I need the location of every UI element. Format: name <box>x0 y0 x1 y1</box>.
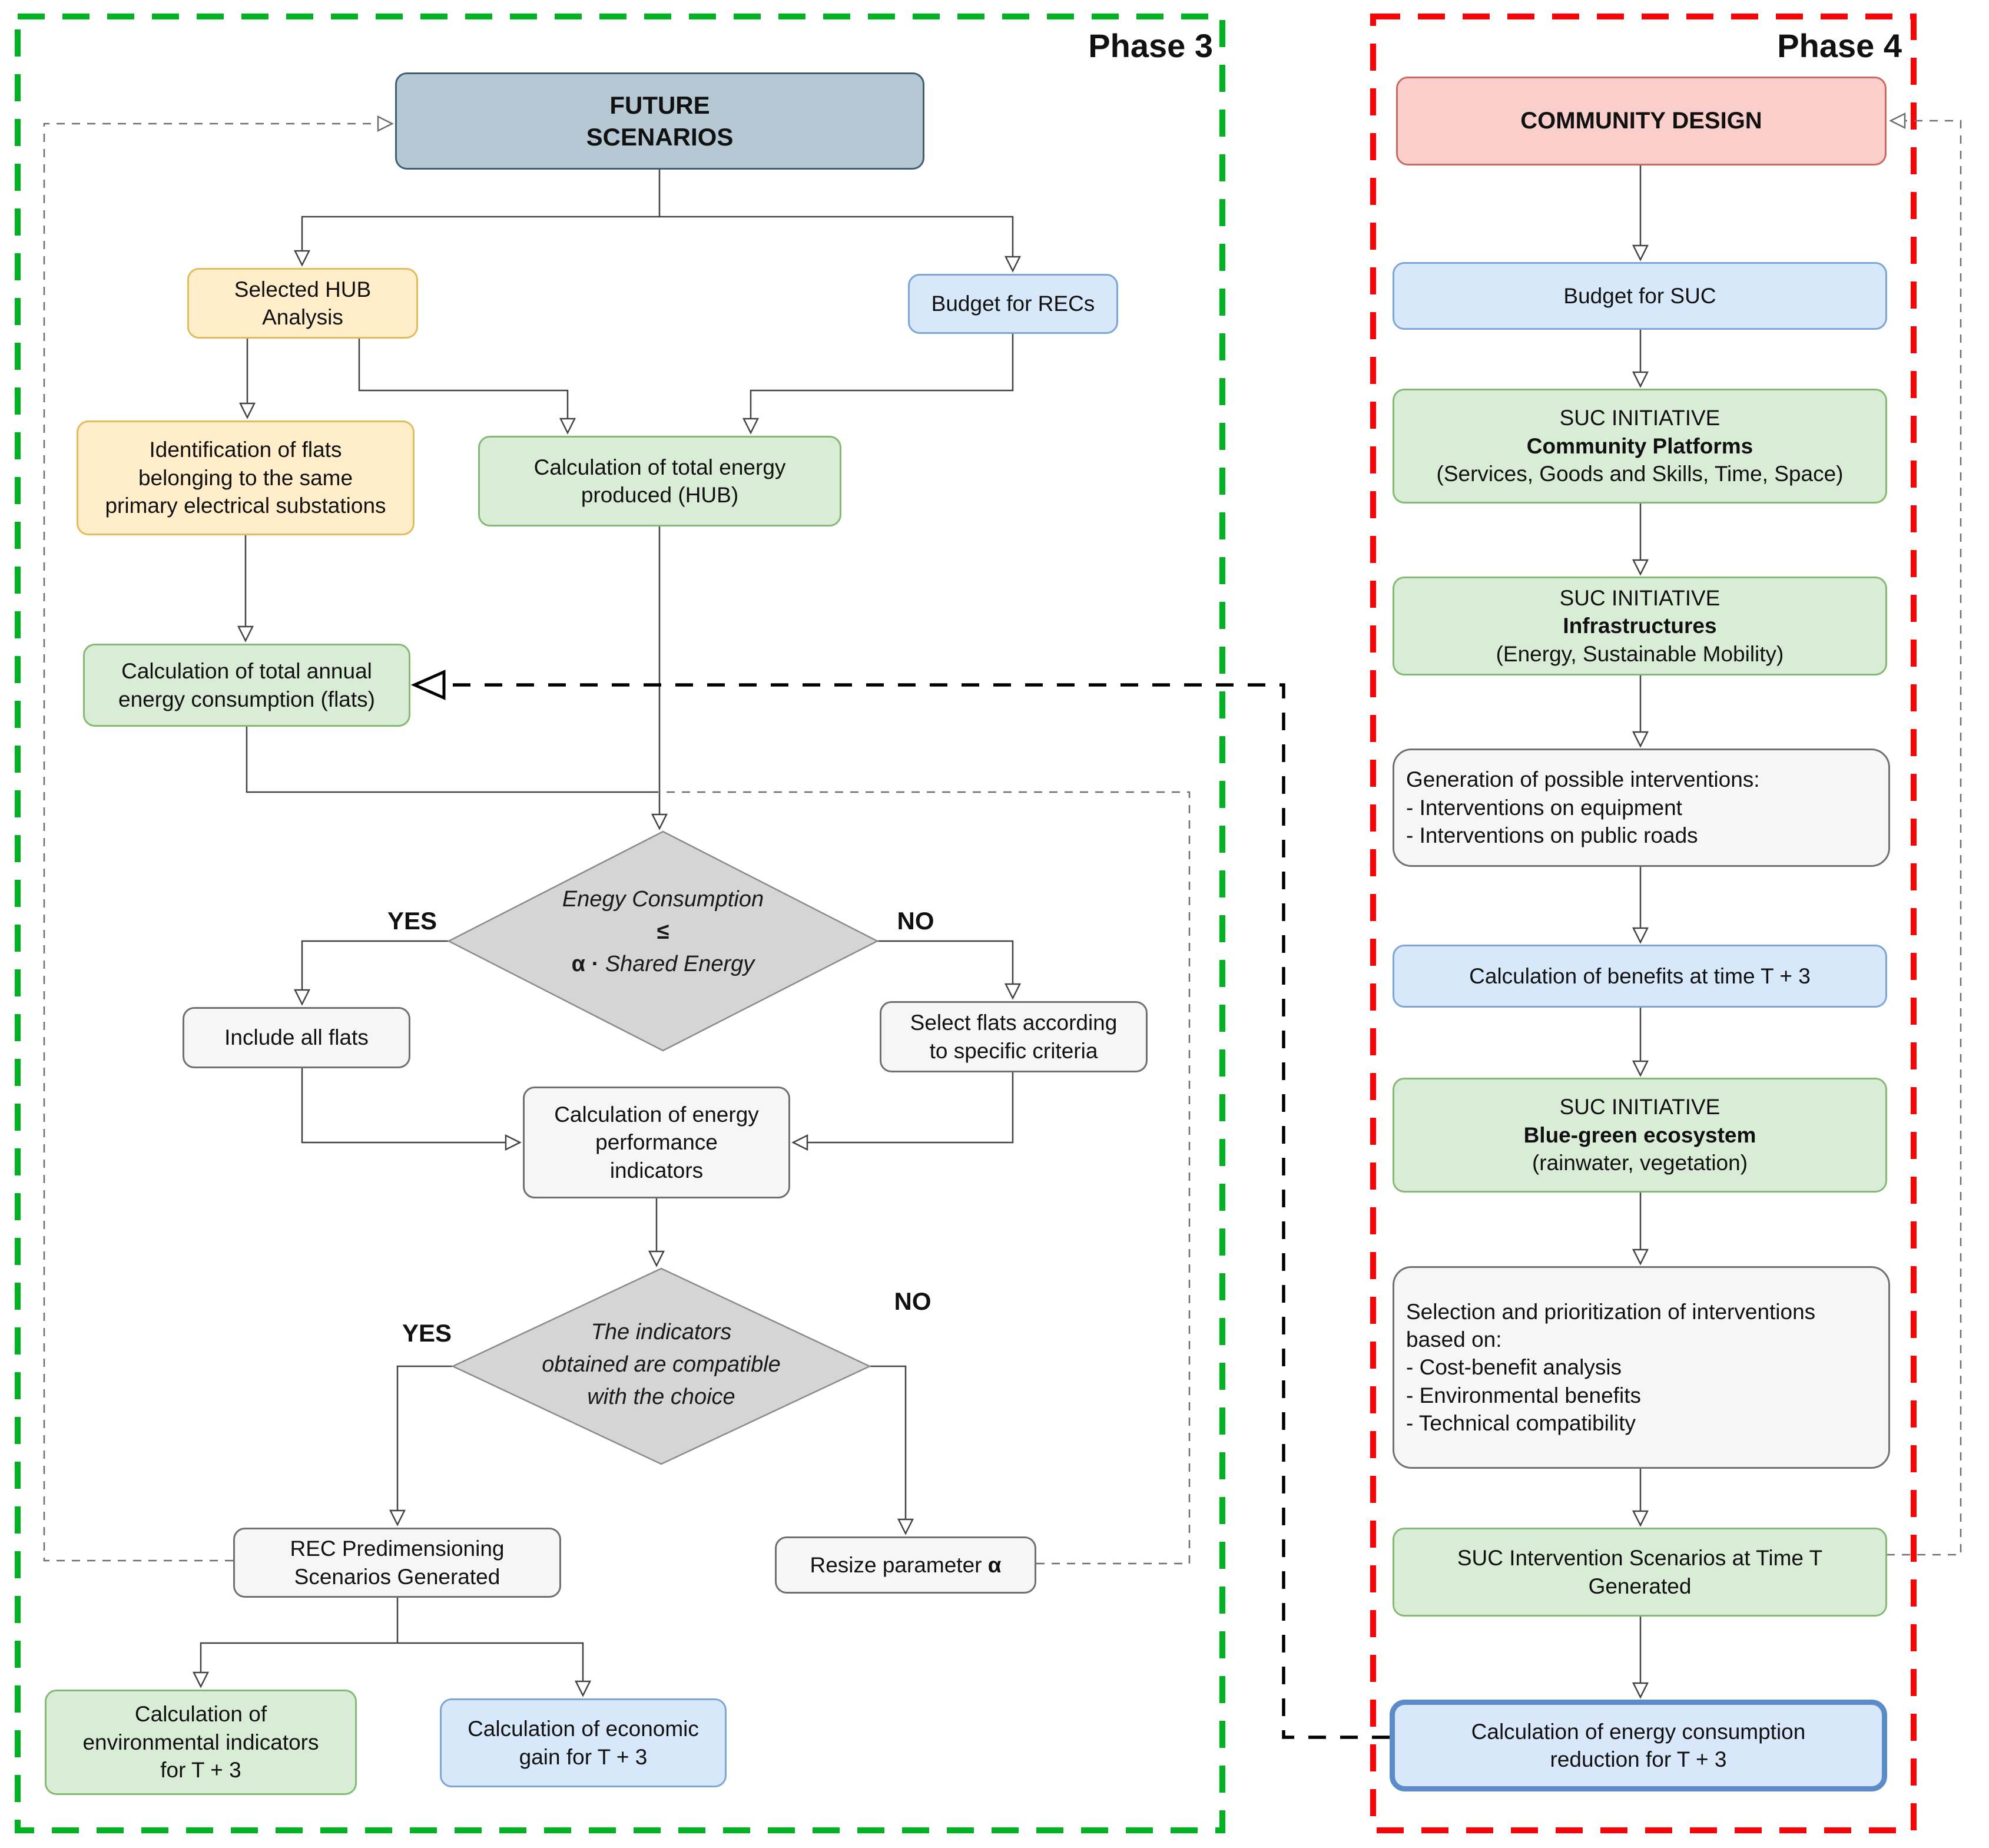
phase4-label: Phase 4 <box>1777 27 1902 64</box>
decision-indicators-text: The indicators obtained are compatible w… <box>542 1320 781 1410</box>
node-total-energy-produced[interactable]: Calculation of total energy produced (HU… <box>478 436 841 526</box>
node-resize-parameter-alpha[interactable]: Resize parameter α <box>775 1536 1036 1594</box>
phase3-boundary <box>15 14 1225 1833</box>
node-selected-hub-analysis[interactable]: Selected HUB Analysis <box>187 268 418 339</box>
decision-diamond-indicators[interactable] <box>451 1267 871 1465</box>
node-budget-for-recs[interactable]: Budget for RECs <box>908 274 1118 334</box>
node-environmental-indicators[interactable]: Calculation of environmental indicators … <box>45 1690 357 1795</box>
node-annual-energy-consumption[interactable]: Calculation of total annual energy consu… <box>83 644 410 727</box>
node-energy-performance-indicators[interactable]: Calculation of energy performance indica… <box>523 1087 790 1198</box>
node-identification-of-flats[interactable]: Identification of flats belonging to the… <box>77 420 415 535</box>
phase4-boundary <box>1370 14 1917 1833</box>
node-suc-initiative-community-platforms[interactable]: SUC INITIATIVE Community Platforms (Serv… <box>1393 389 1887 504</box>
node-benefits-at-time-t3[interactable]: Calculation of benefits at time T + 3 <box>1393 945 1887 1008</box>
decision-diamond-energy[interactable] <box>447 830 879 1052</box>
solid-connectors <box>192 165 1649 1699</box>
node-energy-consumption-reduction[interactable]: Calculation of energy consumption reduct… <box>1390 1700 1887 1791</box>
node-budget-for-suc[interactable]: Budget for SUC <box>1393 262 1887 330</box>
decision-energy-text: Enegy Consumption ≤ α · Shared Energy <box>562 887 764 977</box>
node-economic-gain[interactable]: Calculation of economic gain for T + 3 <box>440 1698 727 1787</box>
node-suc-initiative-blue-green-ecosystem[interactable]: SUC INITIATIVE Blue-green ecosystem (rai… <box>1393 1078 1887 1193</box>
decision1-yes-label: YES <box>387 907 437 935</box>
decision2-no-label: NO <box>894 1287 931 1315</box>
node-suc-intervention-scenarios[interactable]: SUC Intervention Scenarios at Time T Gen… <box>1393 1528 1887 1617</box>
decision2-yes-label: YES <box>402 1319 452 1347</box>
decision1-no-label: NO <box>897 907 934 935</box>
node-include-all-flats[interactable]: Include all flats <box>183 1007 410 1068</box>
cross-phase-feedback <box>416 685 1390 1739</box>
node-future-scenarios[interactable]: FUTURE SCENARIOS <box>395 72 924 170</box>
node-generation-possible-interventions[interactable]: Generation of possible interventions: - … <box>1393 749 1890 867</box>
node-select-flats-criteria[interactable]: Select flats according to specific crite… <box>880 1001 1148 1072</box>
node-community-design[interactable]: COMMUNITY DESIGN <box>1396 77 1887 165</box>
node-suc-initiative-infrastructures[interactable]: SUC INITIATIVE Infrastructures (Energy, … <box>1393 577 1887 675</box>
node-rec-predimensioning-scenarios[interactable]: REC Predimensioning Scenarios Generated <box>233 1528 561 1598</box>
node-selection-prioritization[interactable]: Selection and prioritization of interven… <box>1393 1266 1890 1469</box>
phase3-label: Phase 3 <box>1088 27 1213 64</box>
dashed-feedback-connectors <box>43 112 1962 1565</box>
